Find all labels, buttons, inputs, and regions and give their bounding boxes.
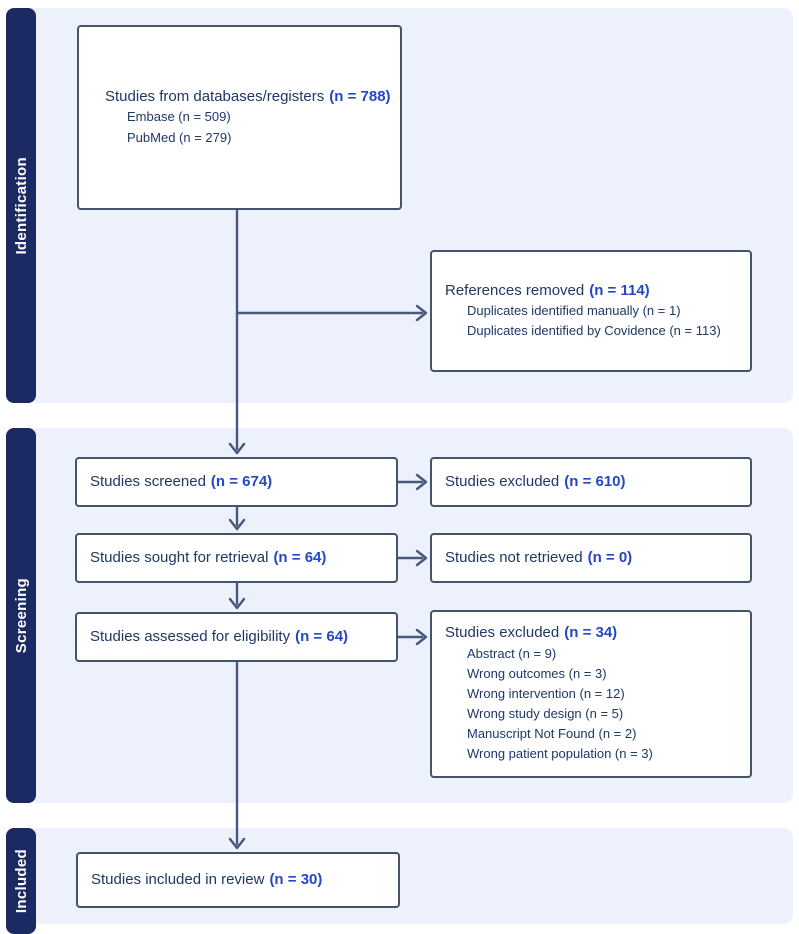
detail-line: Wrong outcomes (n = 3)	[467, 665, 607, 681]
detail-line: Abstract (n = 9)	[467, 645, 557, 661]
included-label: Included	[12, 848, 30, 914]
box-databases: Studies from databases/registers(n = 788…	[77, 25, 402, 210]
box-excluded-eligibility: Studies excluded(n = 34) Abstract (n = 9…	[430, 610, 752, 778]
box-assessed-label: Studies assessed for eligibility	[90, 627, 291, 645]
box-sought-count: (n = 64)	[273, 548, 327, 566]
box-excluded-eligibility-details: Abstract (n = 9) Wrong outcomes (n = 3) …	[467, 644, 740, 765]
box-excluded-screening-count: (n = 610)	[564, 472, 626, 490]
box-included-title: Studies included in review(n = 30)	[91, 870, 388, 890]
box-included-label: Studies included in review	[91, 870, 265, 888]
identification-sidebar: Identification	[6, 8, 36, 403]
box-databases-details: Embase (n = 509) PubMed (n = 279)	[127, 107, 390, 147]
included-sidebar: Included	[6, 828, 36, 934]
box-screened: Studies screened(n = 674)	[75, 457, 398, 507]
box-included-count: (n = 30)	[269, 870, 323, 888]
box-assessed-count: (n = 64)	[295, 627, 349, 645]
detail-line: Manuscript Not Found (n = 2)	[467, 726, 637, 742]
box-references-removed-count: (n = 114)	[589, 281, 650, 299]
detail-line: Duplicates identified by Covidence (n = …	[467, 323, 721, 339]
box-screened-count: (n = 674)	[210, 472, 273, 490]
box-not-retrieved: Studies not retrieved(n = 0)	[430, 533, 752, 583]
identification-label: Identification	[12, 156, 30, 255]
box-not-retrieved-title: Studies not retrieved(n = 0)	[445, 548, 740, 568]
box-screened-title: Studies screened(n = 674)	[90, 472, 386, 492]
box-excluded-screening-title: Studies excluded(n = 610)	[445, 472, 740, 492]
box-excluded-eligibility-label: Studies excluded	[445, 624, 560, 642]
detail-line: Embase (n = 509)	[127, 109, 231, 125]
box-assessed-title: Studies assessed for eligibility(n = 64)	[90, 627, 386, 647]
detail-line: Wrong study design (n = 5)	[467, 706, 624, 722]
screening-label: Screening	[12, 577, 30, 654]
detail-line: Wrong patient population (n = 3)	[467, 746, 653, 762]
box-references-removed-title: References removed(n = 114)	[445, 281, 740, 301]
screening-sidebar: Screening	[6, 428, 36, 803]
box-not-retrieved-label: Studies not retrieved	[445, 548, 583, 566]
box-included: Studies included in review(n = 30)	[76, 852, 400, 908]
box-excluded-eligibility-title: Studies excluded(n = 34)	[445, 623, 740, 643]
box-references-removed: References removed(n = 114) Duplicates i…	[430, 250, 752, 372]
box-not-retrieved-count: (n = 0)	[587, 548, 633, 566]
box-databases-count: (n = 788)	[329, 88, 391, 106]
box-sought-title: Studies sought for retrieval(n = 64)	[90, 548, 386, 568]
detail-line: Wrong intervention (n = 12)	[467, 685, 625, 701]
box-databases-label: Studies from databases/registers	[105, 88, 325, 106]
box-assessed: Studies assessed for eligibility(n = 64)	[75, 612, 398, 662]
box-excluded-screening: Studies excluded(n = 610)	[430, 457, 752, 507]
box-references-removed-label: References removed	[445, 281, 585, 299]
detail-line: PubMed (n = 279)	[127, 129, 232, 145]
box-screened-label: Studies screened	[90, 472, 206, 490]
box-excluded-eligibility-count: (n = 34)	[564, 624, 618, 642]
box-sought-label: Studies sought for retrieval	[90, 548, 269, 566]
box-references-removed-details: Duplicates identified manually (n = 1) D…	[467, 301, 740, 341]
detail-line: Duplicates identified manually (n = 1)	[467, 302, 681, 318]
box-excluded-screening-label: Studies excluded	[445, 472, 560, 490]
box-sought: Studies sought for retrieval(n = 64)	[75, 533, 398, 583]
box-databases-title: Studies from databases/registers(n = 788…	[105, 87, 391, 107]
